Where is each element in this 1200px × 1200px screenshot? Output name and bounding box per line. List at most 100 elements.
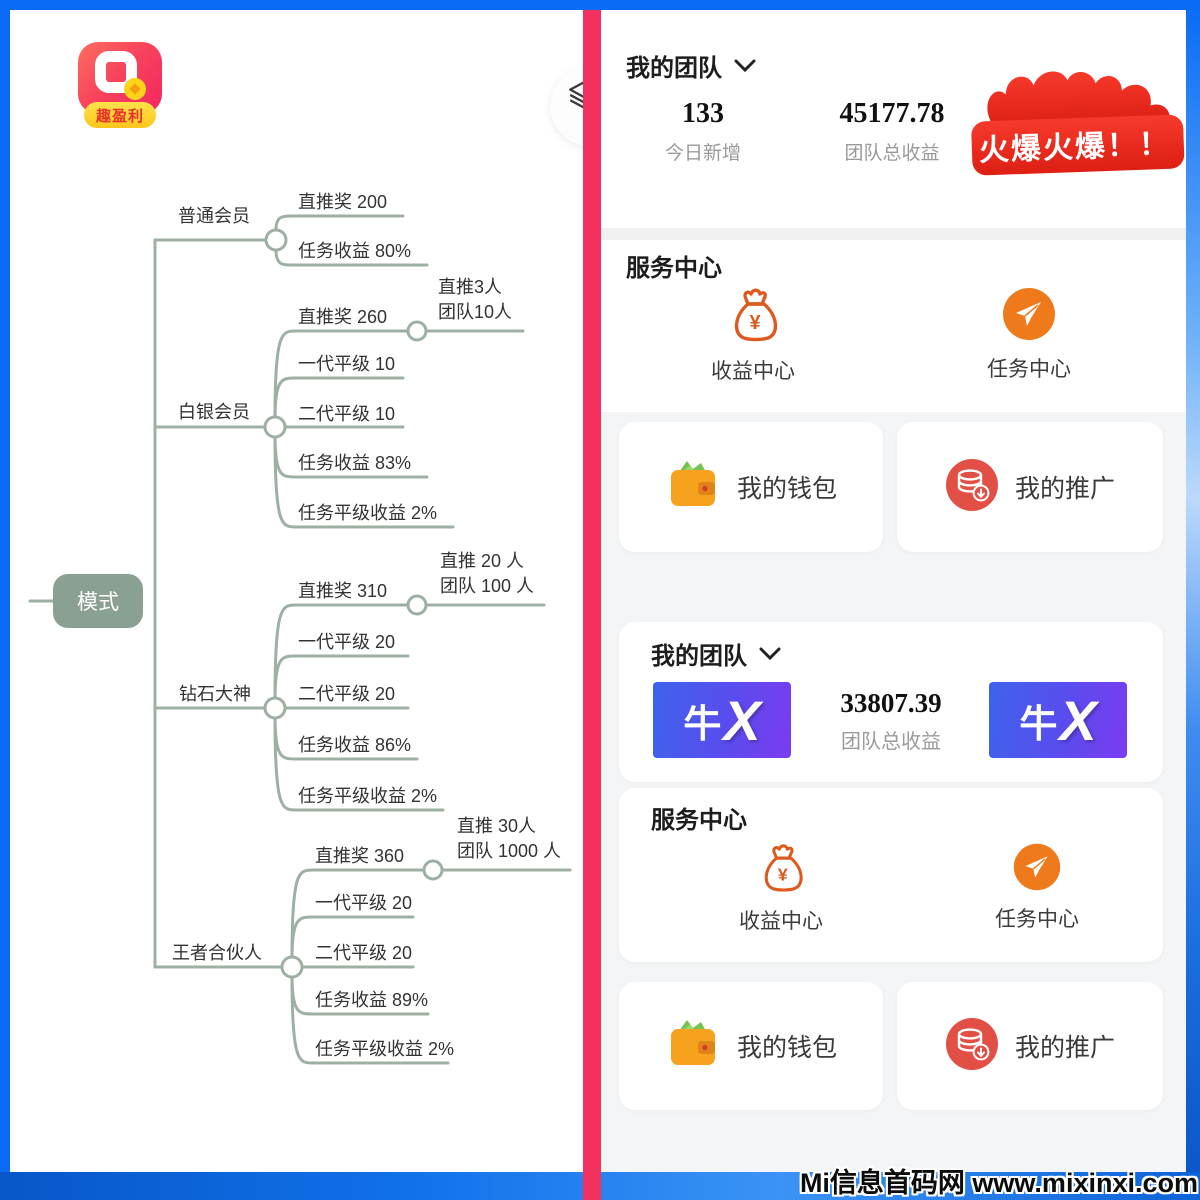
mindmap-panel: 趣盈利 模式 普通会员 直推奖 200 任务收益 80% (10, 10, 583, 1172)
mindmap-subitem: 直推 20 人 (440, 551, 524, 571)
mindmap-subitem: 团队10人 (438, 302, 512, 322)
paper-plane-icon (1001, 286, 1057, 347)
task-center-button[interactable]: 任务中心 (959, 286, 1099, 383)
niux-logo: 牛 X (989, 682, 1127, 758)
earnings-center-label: 收益中心 (711, 360, 795, 383)
stat-new-today: 133 今日新增 (643, 98, 763, 165)
hot-badge-text: 火爆火爆！！ (978, 127, 1172, 168)
mindmap-item: 任务平级收益 2% (315, 1039, 454, 1059)
earnings-center-button[interactable]: ¥ 收益中心 (711, 842, 851, 935)
team-card-dropdown[interactable]: 我的团队 (651, 636, 781, 671)
mindmap-item: 直推奖 260 (298, 307, 387, 327)
root-node (53, 574, 143, 628)
niux-logo: 牛 X (653, 682, 791, 758)
wallet-icon (665, 1017, 721, 1076)
my-promotion-label: 我的推广 (1014, 475, 1115, 503)
task-center-label: 任务中心 (987, 358, 1071, 381)
chevron-down-icon (759, 647, 781, 660)
niux-logo-niu: 牛 (1019, 703, 1058, 746)
mindmap-item: 任务收益 89% (315, 990, 428, 1010)
money-bag-icon: ¥ (755, 842, 807, 899)
stat-team-earnings: 45177.78 团队总收益 (817, 98, 967, 165)
mindmap-item: 二代平级 20 (298, 684, 395, 704)
root-label: 模式 (77, 591, 119, 614)
stat-label: 团队总收益 (844, 143, 940, 164)
branch-label: 王者合伙人 (172, 943, 262, 963)
team-card: 我的团队 牛 X 33807.39 团队总收益 牛 X (619, 622, 1163, 782)
mindmap-item: 任务平级收益 2% (298, 786, 437, 806)
stat-value: 45177.78 (839, 98, 945, 129)
branch-junction (264, 228, 288, 252)
service-center-title: 服务中心 (626, 255, 722, 282)
task-center-label: 任务中心 (995, 908, 1079, 931)
mindmap-item: 任务收益 86% (298, 735, 411, 755)
mindmap-item: 一代平级 20 (315, 893, 412, 913)
mindmap: 模式 普通会员 直推奖 200 任务收益 80% 白银会员 直推奖 260 直推… (28, 192, 572, 1065)
my-wallet-label: 我的钱包 (736, 1034, 837, 1062)
mindmap-item: 二代平级 10 (298, 404, 395, 424)
my-promotion-label: 我的推广 (1014, 1034, 1115, 1062)
niux-logo-niu: 牛 (683, 703, 722, 746)
team-dropdown[interactable]: 我的团队 (626, 48, 756, 83)
stat-label: 今日新增 (664, 143, 741, 164)
mindmap-item: 任务收益 83% (298, 453, 411, 473)
stat-value: 33807.39 (840, 688, 942, 718)
coins-icon (945, 1017, 999, 1076)
stat-value: 133 (682, 98, 724, 129)
branch-junction (263, 696, 287, 720)
mindmap-item: 任务收益 80% (298, 241, 411, 261)
mindmap-item: 一代平级 20 (298, 632, 395, 652)
wallet-icon (665, 458, 721, 517)
mindmap-item: 直推奖 360 (315, 846, 404, 866)
split-divider (583, 10, 601, 1200)
mindmap-item: 二代平级 20 (315, 943, 412, 963)
flame-icon (971, 71, 1185, 176)
niux-logo-x: X (723, 688, 761, 752)
mindmap-subitem: 直推 30人 (457, 816, 536, 836)
wallpaper-strip (1186, 10, 1200, 1172)
my-wallet-card[interactable]: 我的钱包 (619, 982, 883, 1110)
team-card-earnings: 33807.39 团队总收益 (809, 688, 973, 754)
my-wallet-card[interactable]: 我的钱包 (619, 422, 883, 552)
branch-label: 普通会员 (178, 206, 250, 226)
niux-logo-x: X (1059, 688, 1097, 752)
sub-junction (406, 594, 428, 616)
branch-label: 白银会员 (178, 402, 250, 422)
mindmap-item: 直推奖 200 (298, 192, 387, 212)
q-ring-icon (95, 51, 137, 93)
app-logo-banner: 趣盈利 (84, 102, 156, 128)
coin-icon (124, 78, 146, 100)
service-center-section: 服务中心 ¥ 收益中心 (601, 240, 1186, 412)
sub-junction (422, 859, 444, 881)
task-center-button[interactable]: 任务中心 (967, 842, 1107, 933)
section-separator (601, 228, 1186, 240)
chevron-down-icon (734, 59, 756, 72)
stat-label: 团队总收益 (841, 731, 941, 753)
hot-badge: 火爆火爆！！ (967, 62, 1186, 182)
svg-text:¥: ¥ (749, 312, 761, 334)
mindmap-subitem: 团队 1000 人 (457, 841, 561, 861)
sub-junction (406, 320, 428, 342)
mindmap-item: 直推奖 310 (298, 581, 387, 601)
mindmap-item: 一代平级 10 (298, 354, 395, 374)
app-panel: 我的团队 133 今日新增 45177.78 团队总收益 (601, 10, 1186, 1172)
coins-icon (945, 458, 999, 517)
earnings-center-button[interactable]: ¥ 收益中心 (683, 286, 823, 385)
team-title: 我的团队 (626, 55, 722, 82)
branch-junction (263, 415, 287, 439)
my-promotion-card[interactable]: 我的推广 (897, 982, 1163, 1110)
money-bag-icon: ¥ (724, 286, 782, 349)
paper-plane-icon (1012, 842, 1062, 897)
watermark: Mi信息首码网 www.mixinxi.com (799, 1168, 1198, 1198)
service-center-card: 服务中心 ¥ 收益中心 (619, 788, 1163, 962)
mindmap-item: 任务平级收益 2% (298, 503, 437, 523)
earnings-center-label: 收益中心 (739, 910, 823, 933)
team-summary-section: 我的团队 133 今日新增 45177.78 团队总收益 (601, 10, 1186, 228)
service-center-title: 服务中心 (651, 807, 747, 834)
mindmap-subitem: 团队 100 人 (440, 576, 534, 596)
layers-icon[interactable] (566, 78, 583, 114)
my-promotion-card[interactable]: 我的推广 (897, 422, 1163, 552)
branch-junction (280, 955, 304, 979)
team-card-title: 我的团队 (651, 643, 747, 670)
